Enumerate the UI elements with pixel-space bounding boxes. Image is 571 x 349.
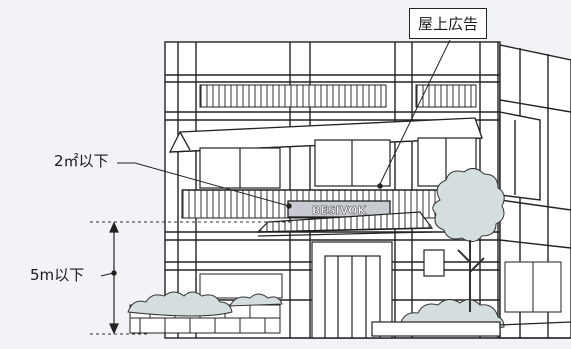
wall-sign: BESIVOK [287, 200, 391, 218]
height-reference [90, 221, 292, 335]
ground-line [280, 321, 571, 339]
tree-trunk [457, 240, 485, 312]
top-railing [199, 84, 477, 108]
sign-text: BESIVOK [312, 204, 367, 217]
side-window [423, 249, 445, 277]
height-limit-label: 5m以下 [30, 266, 85, 284]
height-arrow [109, 221, 119, 335]
rooftop-dot [377, 183, 383, 189]
height-dot [111, 270, 117, 276]
rooftop-sign-label: 屋上広告 [409, 8, 488, 39]
leader-lines [100, 39, 451, 277]
sign-area-dot [286, 203, 292, 209]
sign-area-label: 2㎡以下 [54, 152, 109, 170]
entrance-canopy [256, 211, 434, 237]
